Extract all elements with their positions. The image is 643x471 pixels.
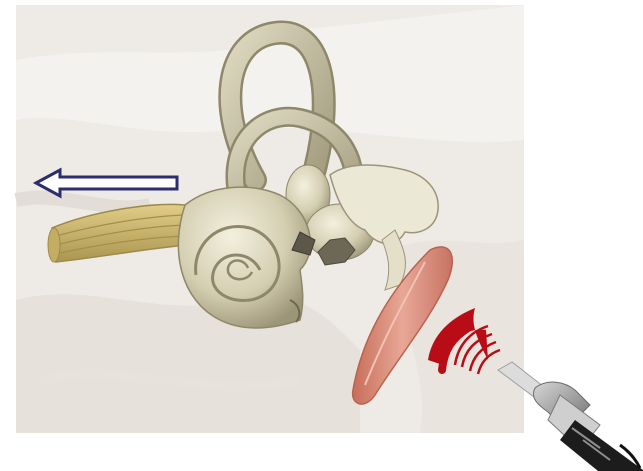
inner-ear-illustration	[0, 0, 643, 471]
